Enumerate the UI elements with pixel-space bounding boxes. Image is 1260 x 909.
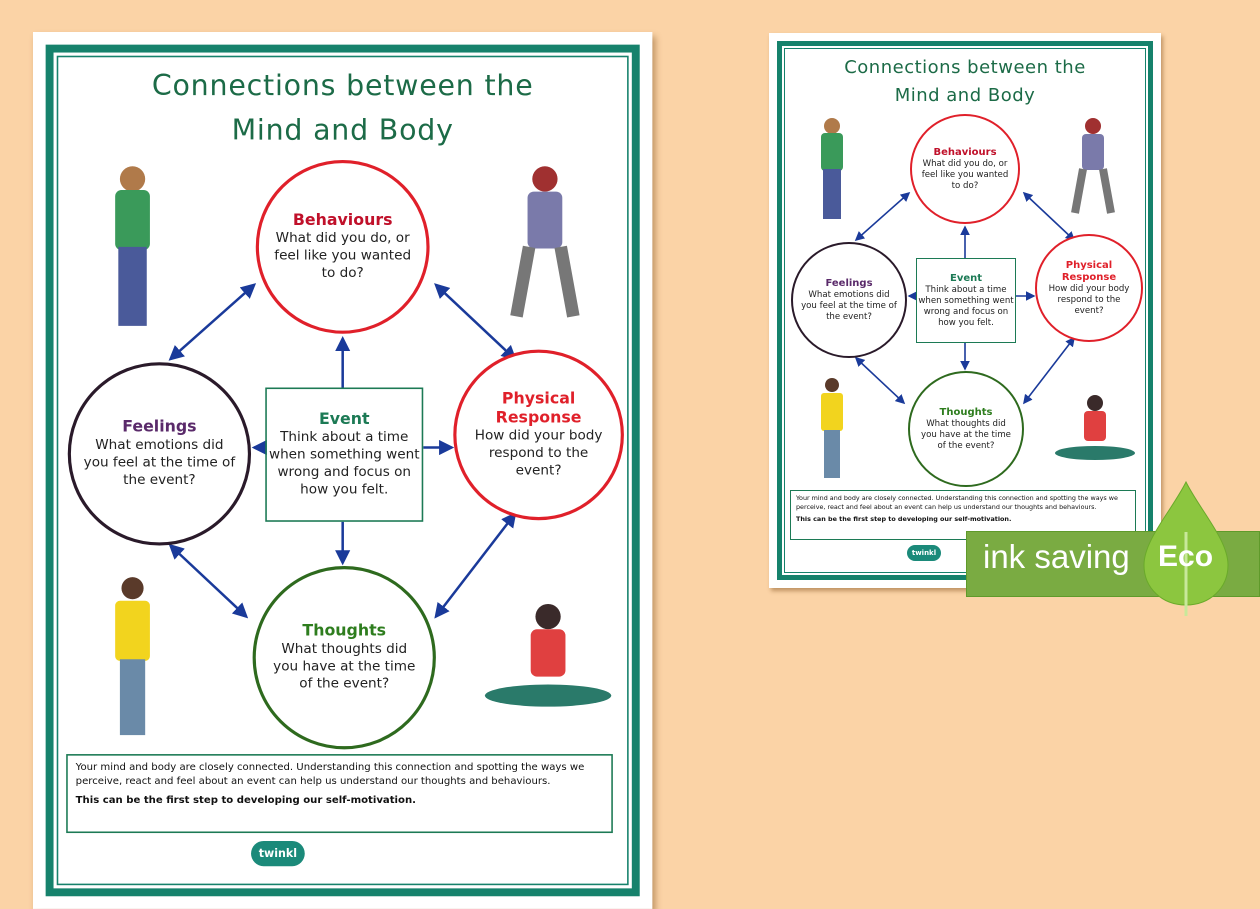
thoughts-text: What thoughts did you have at the time o… — [921, 418, 1011, 451]
poster-preview-large: Connections between the Mind and Body Be… — [33, 32, 653, 909]
boy-yellow-shirt-figure — [115, 577, 150, 736]
boy-hood-figure — [510, 166, 580, 318]
behaviours-circle: Behaviours What did you do, or feel like… — [910, 114, 1020, 224]
feelings-circle: Feelings What emotions did you feel at t… — [67, 362, 252, 546]
thoughts-title: Thoughts — [939, 406, 993, 418]
physical-response-title: Physical Response — [495, 389, 582, 427]
poster-frame — [777, 41, 1153, 580]
twinkl-logo: twinkl — [251, 840, 305, 867]
summary-bold-text: This can be the first step to developing… — [796, 515, 1012, 523]
event-text: Think about a time when something went w… — [268, 429, 420, 498]
event-title: Event — [318, 410, 370, 428]
twinkl-logo: twinkl — [907, 545, 941, 561]
eco-label: Eco — [1158, 540, 1214, 573]
event-text: Think about a time when something went w… — [918, 284, 1014, 328]
people-illustrations — [821, 118, 1135, 478]
behaviours-circle: Behaviours What did you do, or feel like… — [255, 159, 430, 334]
thoughts-circle: Thoughts What thoughts did you have at t… — [908, 371, 1024, 487]
poster-frame-inner — [784, 48, 1146, 573]
feelings-title: Feelings — [122, 418, 197, 436]
connection-arrows — [168, 283, 517, 619]
physical-response-text: How did your body respond to the event? — [474, 427, 603, 479]
summary-note: Your mind and body are closely connected… — [66, 754, 613, 834]
girl-anxious-figure — [821, 118, 843, 219]
summary-text: Your mind and body are closely connected… — [75, 760, 585, 788]
poster-title-line1: Connections between the — [844, 57, 1086, 78]
summary-bold-text: This can be the first step to developing… — [75, 793, 416, 807]
behaviours-text: What did you do, or feel like you wanted… — [921, 158, 1009, 191]
connection-arrows — [854, 191, 1076, 405]
event-box: Event Think about a time when something … — [916, 258, 1016, 343]
ink-saving-label: ink saving — [983, 538, 1130, 575]
feelings-title: Feelings — [825, 277, 873, 289]
girl-anxious-figure — [115, 166, 150, 326]
event-title: Event — [949, 272, 983, 284]
physical-response-circle: Physical Response How did your body resp… — [1035, 234, 1143, 342]
thoughts-text: What thoughts did you have at the time o… — [273, 641, 416, 692]
event-box: Event Think about a time when something … — [265, 387, 424, 522]
physical-response-text: How did your body respond to the event? — [1048, 283, 1130, 316]
summary-note: Your mind and body are closely connected… — [790, 490, 1136, 540]
eco-leaf-icon — [1143, 480, 1229, 616]
girl-sitting-figure — [484, 603, 612, 707]
behaviours-title: Behaviours — [933, 146, 997, 158]
boy-hood-figure — [1071, 118, 1115, 214]
thoughts-title: Thoughts — [302, 622, 387, 640]
feelings-text: What emotions did you feel at the time o… — [801, 289, 897, 322]
feelings-circle: Feelings What emotions did you feel at t… — [791, 242, 907, 358]
feelings-text: What emotions did you feel at the time o… — [83, 437, 236, 488]
poster-title-line1: Connections between the — [151, 69, 534, 104]
poster-title-line2: Mind and Body — [894, 85, 1036, 106]
poster-preview-full: Connections between the Mind and Body Be… — [769, 33, 1161, 588]
thoughts-circle: Thoughts What thoughts did you have at t… — [252, 566, 436, 750]
girl-sitting-figure — [1055, 395, 1135, 460]
boy-yellow-shirt-figure — [821, 378, 843, 478]
physical-response-title: Physical Response — [1061, 259, 1117, 283]
physical-response-circle: Physical Response How did your body resp… — [453, 349, 624, 521]
behaviours-title: Behaviours — [292, 211, 393, 229]
poster-title-line2: Mind and Body — [231, 114, 454, 148]
behaviours-text: What did you do, or feel like you wanted… — [274, 230, 412, 281]
summary-text: Your mind and body are closely connected… — [796, 494, 1118, 511]
